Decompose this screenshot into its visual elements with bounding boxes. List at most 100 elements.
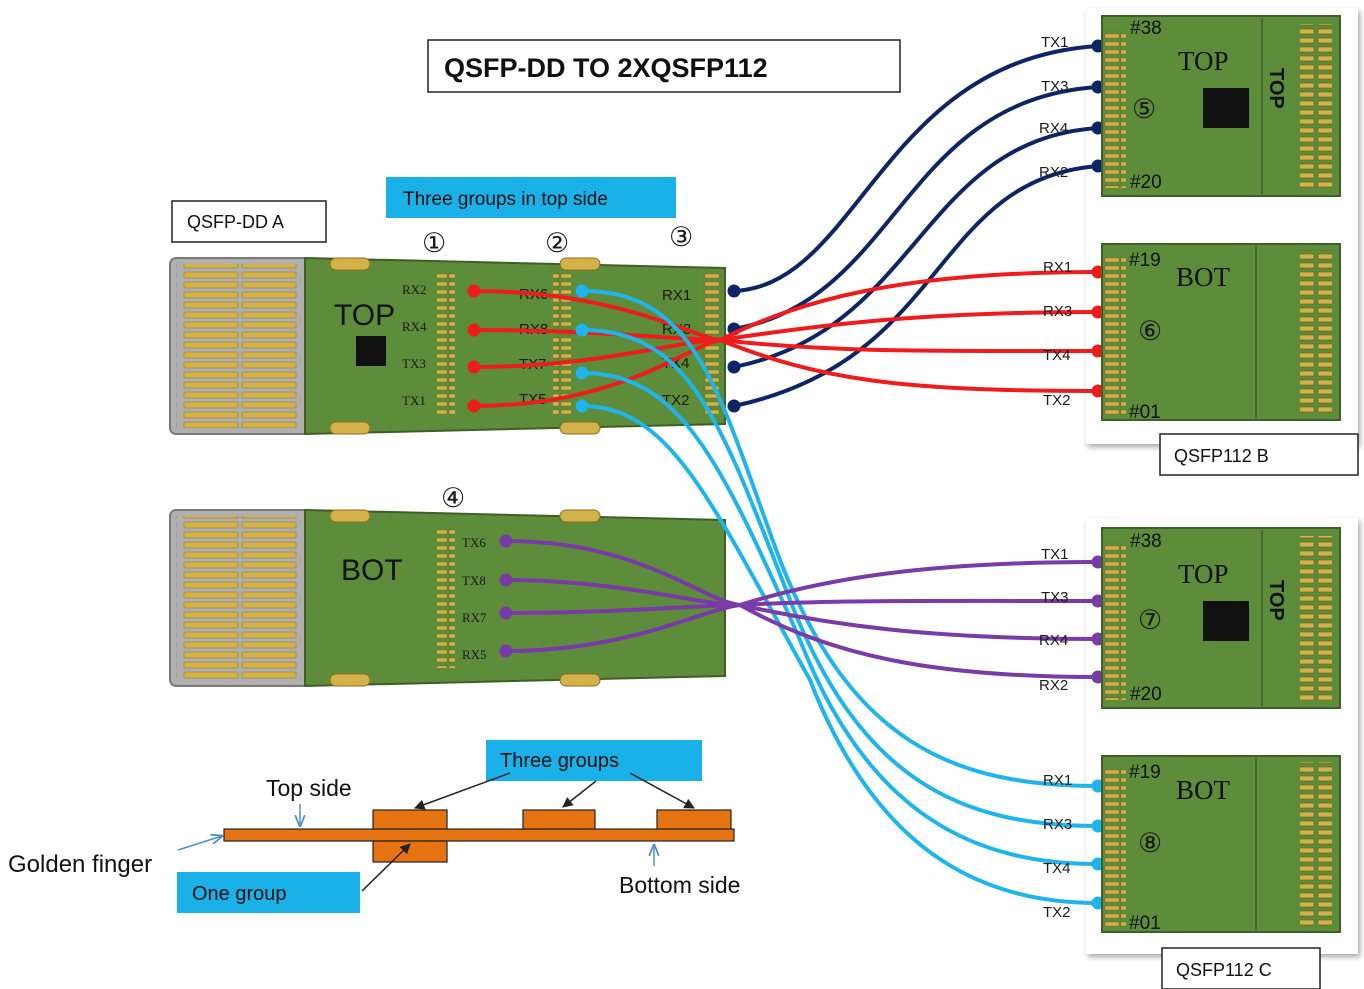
b-bot-pin-bottom: #01 bbox=[1129, 402, 1161, 423]
group-number-1: ① bbox=[422, 228, 446, 258]
g1-pin-1: RX2 bbox=[402, 282, 427, 297]
g4-pin-2: TX8 bbox=[462, 573, 486, 588]
b-top-pin-bottom: #20 bbox=[1130, 172, 1162, 193]
c-top-pin-label-2: TX3 bbox=[1041, 589, 1069, 606]
three-groups-box bbox=[486, 740, 702, 781]
qsfp112-c-bot-board: BOT ⑧ #19 #01 bbox=[1101, 755, 1341, 934]
cable-navy-4-start-dot bbox=[727, 399, 741, 413]
b-bot-pin-label-4: TX2 bbox=[1043, 392, 1071, 409]
qsfp112-c-label-box: QSFP112 C bbox=[1161, 947, 1321, 989]
cable-red-2-start-dot bbox=[467, 323, 481, 337]
one-group-text: One group bbox=[192, 883, 287, 905]
c-top-pin-label-4: RX2 bbox=[1039, 677, 1068, 694]
three-groups-text: Three groups bbox=[500, 750, 619, 772]
b-top-number: ⑤ bbox=[1132, 94, 1156, 124]
cable-cyan-3-start-dot bbox=[575, 366, 589, 380]
b-bot-pin-label-3: TX4 bbox=[1043, 347, 1071, 364]
c-bot-pin-top: #19 bbox=[1129, 762, 1161, 783]
c-bot-pin-label-1: RX1 bbox=[1043, 772, 1072, 789]
c-bot-pin-bottom: #01 bbox=[1129, 913, 1161, 934]
group-number-2: ② bbox=[545, 228, 569, 258]
cable-red-1 bbox=[472, 270, 1100, 343]
cable-red-4-start-dot bbox=[467, 399, 481, 413]
cable-cyan-4-start-dot bbox=[575, 399, 589, 413]
cable-cyan-2-start-dot bbox=[575, 323, 589, 337]
c-bot-pin-label-3: TX4 bbox=[1043, 860, 1071, 877]
cable-cyan-2 bbox=[580, 328, 1100, 828]
b-top-pin-top: #38 bbox=[1130, 18, 1162, 39]
c-top-pin-label-1: TX1 bbox=[1041, 546, 1069, 563]
b-bot-pin-top: #19 bbox=[1129, 250, 1161, 271]
qsfpdd-bot-module: BOT TX6 TX8 RX7 RX5 bbox=[169, 508, 726, 688]
cable-cyan-3 bbox=[580, 371, 1100, 866]
bottom-side-text: Bottom side bbox=[619, 872, 740, 898]
qsfpdd-top-text: TOP bbox=[334, 299, 395, 332]
b-bot-side-text: BOT bbox=[1176, 262, 1231, 292]
b-top-side-text: TOP bbox=[1178, 46, 1229, 76]
b-bot-number: ⑥ bbox=[1138, 316, 1162, 346]
cable-navy-1 bbox=[732, 44, 1100, 293]
qsfp112-b-top-board: TOP TOP ⑤ #38 #20 bbox=[1101, 15, 1341, 197]
cable-purple-3-start-dot bbox=[499, 606, 513, 620]
cable-navy-3-start-dot bbox=[727, 360, 741, 374]
cable-navy-4 bbox=[732, 164, 1100, 408]
b-bot-pin-label-1: RX1 bbox=[1043, 259, 1072, 276]
c-bot-pin-label-2: RX3 bbox=[1043, 816, 1072, 833]
c-bot-pin-label-4: TX2 bbox=[1043, 904, 1071, 921]
b-bot-pin-label-2: RX3 bbox=[1043, 303, 1072, 320]
c-top-number: ⑦ bbox=[1138, 605, 1162, 635]
qsfpdd-label-box: QSFP-DD A bbox=[171, 200, 327, 243]
c-bot-side-text: BOT bbox=[1176, 775, 1231, 805]
g1-pin-2: RX4 bbox=[402, 319, 427, 334]
top-side-text: Top side bbox=[266, 775, 352, 801]
g1-pin-4: TX1 bbox=[402, 393, 426, 408]
diagram-title: QSFP-DD TO 2XQSFP112 bbox=[444, 53, 768, 83]
g4-pin-1: TX6 bbox=[462, 535, 486, 550]
cable-red-3-start-dot bbox=[467, 360, 481, 374]
b-top-pin-label-1: TX1 bbox=[1041, 34, 1069, 51]
cable-cyan-4 bbox=[580, 404, 1100, 905]
cable-cyan-1 bbox=[580, 288, 1100, 788]
cable-purple-2-start-dot bbox=[499, 573, 513, 587]
cable-red-4 bbox=[472, 337, 1100, 408]
c-top-pin-bottom: #20 bbox=[1130, 684, 1162, 705]
golden-finger-text: Golden finger bbox=[8, 851, 152, 878]
callout-top-text: Three groups in top side bbox=[403, 189, 608, 210]
b-top-pin-label-4: RX2 bbox=[1039, 164, 1068, 181]
cable-red-1-start-dot bbox=[467, 284, 481, 298]
cable-bundle bbox=[467, 39, 1105, 910]
qsfp112-c-label: QSFP112 C bbox=[1176, 960, 1272, 980]
board-cross-section bbox=[223, 828, 735, 842]
cable-purple-1-start-dot bbox=[499, 534, 513, 548]
cable-purple-4-start-dot bbox=[499, 644, 513, 658]
c-top-pin-top: #38 bbox=[1130, 531, 1162, 552]
g4-pin-4: RX5 bbox=[462, 647, 487, 662]
cable-red-2 bbox=[472, 310, 1100, 343]
b-top-pin-label-3: RX4 bbox=[1039, 120, 1068, 137]
qsfp112-b-bot-board: BOT ⑥ #19 #01 bbox=[1101, 243, 1341, 423]
cable-purple-4 bbox=[504, 602, 1100, 679]
cable-navy-1-start-dot bbox=[727, 284, 741, 298]
callout-top-side: Three groups in top side bbox=[386, 177, 676, 218]
qsfp112-b-label: QSFP112 B bbox=[1174, 446, 1269, 466]
g4-pin-3: RX7 bbox=[462, 610, 487, 625]
b-top-pin-label-2: TX3 bbox=[1041, 78, 1069, 95]
cable-purple-3 bbox=[504, 602, 1100, 641]
g3-pin-1: RX1 bbox=[662, 287, 691, 304]
c-bot-number: ⑧ bbox=[1138, 828, 1162, 858]
one-group-box bbox=[177, 872, 360, 913]
group-number-3: ③ bbox=[669, 222, 693, 252]
qsfp112-c-top-board: TOP TOP ⑦ #38 #20 bbox=[1101, 527, 1341, 709]
cable-navy-3 bbox=[732, 126, 1100, 369]
group-number-4: ④ bbox=[441, 483, 465, 513]
c-top-side-text: TOP bbox=[1178, 559, 1229, 589]
c-top-pin-label-3: RX4 bbox=[1039, 632, 1068, 649]
c-top-rot-text: TOP bbox=[1265, 580, 1287, 621]
qsfp112-b-label-box: QSFP112 B bbox=[1159, 433, 1359, 476]
b-top-rot-text: TOP bbox=[1265, 68, 1287, 109]
qsfpdd-label: QSFP-DD A bbox=[187, 212, 284, 232]
cross-section-legend: Three groups Top side Golden finger One … bbox=[8, 740, 740, 913]
qsfpdd-bot-text: BOT bbox=[341, 554, 403, 587]
title-box: QSFP-DD TO 2XQSFP112 bbox=[427, 39, 901, 93]
